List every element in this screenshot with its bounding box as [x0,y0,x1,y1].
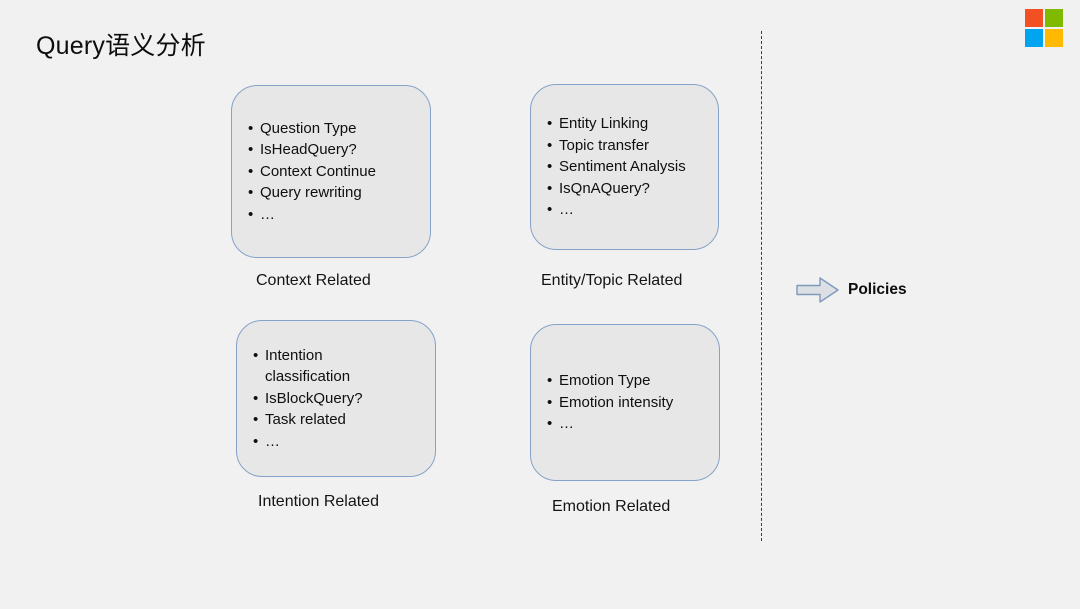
list-item: IsBlockQuery? [253,388,421,410]
list-item: … [248,204,416,226]
emotion-related-label: Emotion Related [552,498,671,515]
list-item: IsQnAQuery? [547,178,704,200]
list-item: Emotion Type [547,370,705,392]
microsoft-logo-icon [1025,9,1063,47]
ms-logo-green-square [1045,9,1063,27]
ms-logo-yellow-square [1045,29,1063,47]
list-item: Sentiment Analysis [547,156,704,178]
ms-logo-red-square [1025,9,1043,27]
entity-topic-related-list: Entity LinkingTopic transferSentiment An… [531,113,718,221]
list-item: Task related [253,409,421,431]
list-item: Context Continue [248,161,416,183]
page-title: Query语义分析 [36,32,206,60]
list-item: Query rewriting [248,182,416,204]
context-related-list: Question TypeIsHeadQuery?Context Continu… [232,118,430,226]
emotion-related-box: Emotion TypeEmotion intensity… [530,324,720,481]
list-item: Intention classification [253,345,421,388]
context-related-label: Context Related [256,272,371,289]
list-item: Question Type [248,118,416,140]
list-item: Topic transfer [547,135,704,157]
policies-label: Policies [848,281,907,298]
intention-related-list: Intention classificationIsBlockQuery?Tas… [237,345,435,453]
right-block-arrow-icon [796,277,839,303]
list-item: … [547,413,705,435]
context-related-box: Question TypeIsHeadQuery?Context Continu… [231,85,431,258]
entity-topic-related-label: Entity/Topic Related [541,272,683,289]
entity-topic-related-box: Entity LinkingTopic transferSentiment An… [530,84,719,250]
list-item: Emotion intensity [547,392,705,414]
list-item: Entity Linking [547,113,704,135]
emotion-related-list: Emotion TypeEmotion intensity… [531,370,719,435]
list-item: IsHeadQuery? [248,139,416,161]
list-item: … [547,199,704,221]
list-item: … [253,431,421,453]
ms-logo-blue-square [1025,29,1043,47]
dashed-divider-line [761,31,762,541]
intention-related-label: Intention Related [258,493,379,510]
intention-related-box: Intention classificationIsBlockQuery?Tas… [236,320,436,477]
